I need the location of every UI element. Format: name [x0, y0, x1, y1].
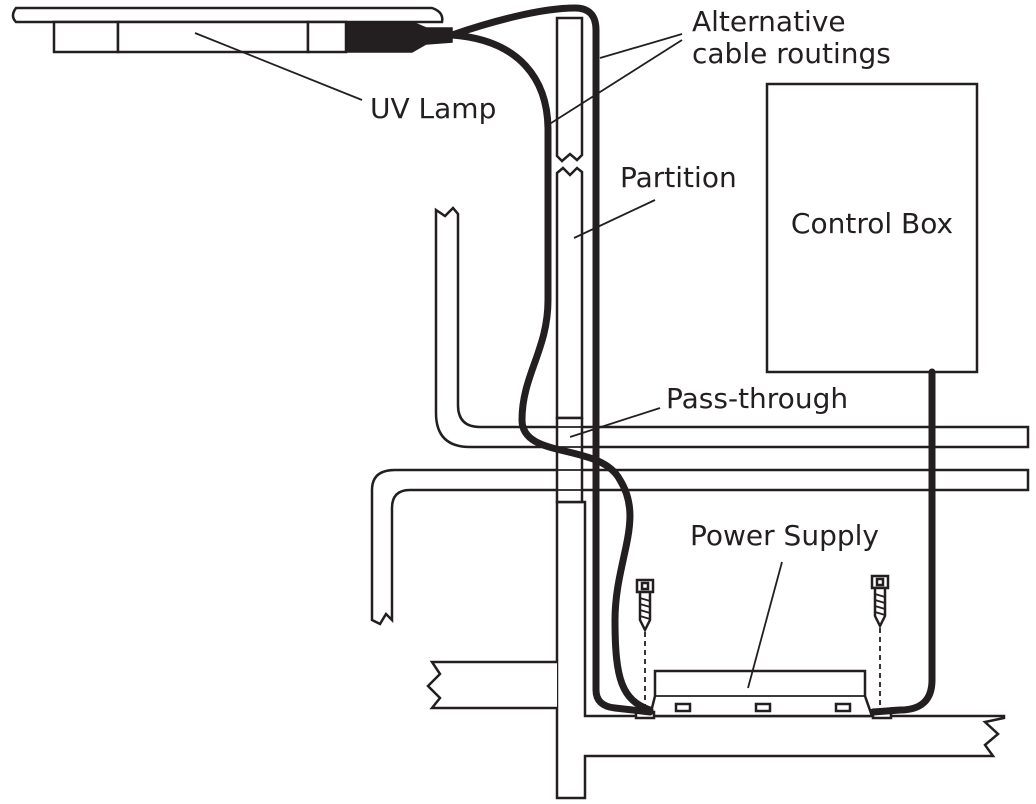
- lower-duct: [370, 468, 1030, 626]
- cable-control-to-power: [869, 368, 936, 716]
- label-alternative-cable-routings-line1: Alternative: [692, 5, 846, 38]
- control-box: [765, 82, 979, 374]
- label-partition: Partition: [620, 161, 737, 194]
- label-control-box: Control Box: [791, 207, 953, 240]
- label-pass-through: Pass-through: [666, 382, 848, 415]
- label-alternative-cable-routings-line2: cable routings: [692, 37, 891, 70]
- cables: [448, 4, 936, 716]
- power-supply-unit: [634, 669, 893, 720]
- cable-route-through-pass: [448, 31, 654, 714]
- cable-route-over-partition: [448, 4, 654, 716]
- uv-lamp: [11, 6, 453, 54]
- label-power-supply: Power Supply: [690, 519, 879, 552]
- lamp-connector: [345, 21, 453, 53]
- upper-duct: [434, 206, 1030, 449]
- leader-lines: [194, 32, 783, 689]
- label-uv-lamp: UV Lamp: [370, 92, 496, 125]
- mounting-screw-right: [870, 574, 890, 712]
- partition-wall: [555, 16, 584, 504]
- floor-structure: [426, 500, 1006, 800]
- mounting-screw-left: [635, 578, 655, 712]
